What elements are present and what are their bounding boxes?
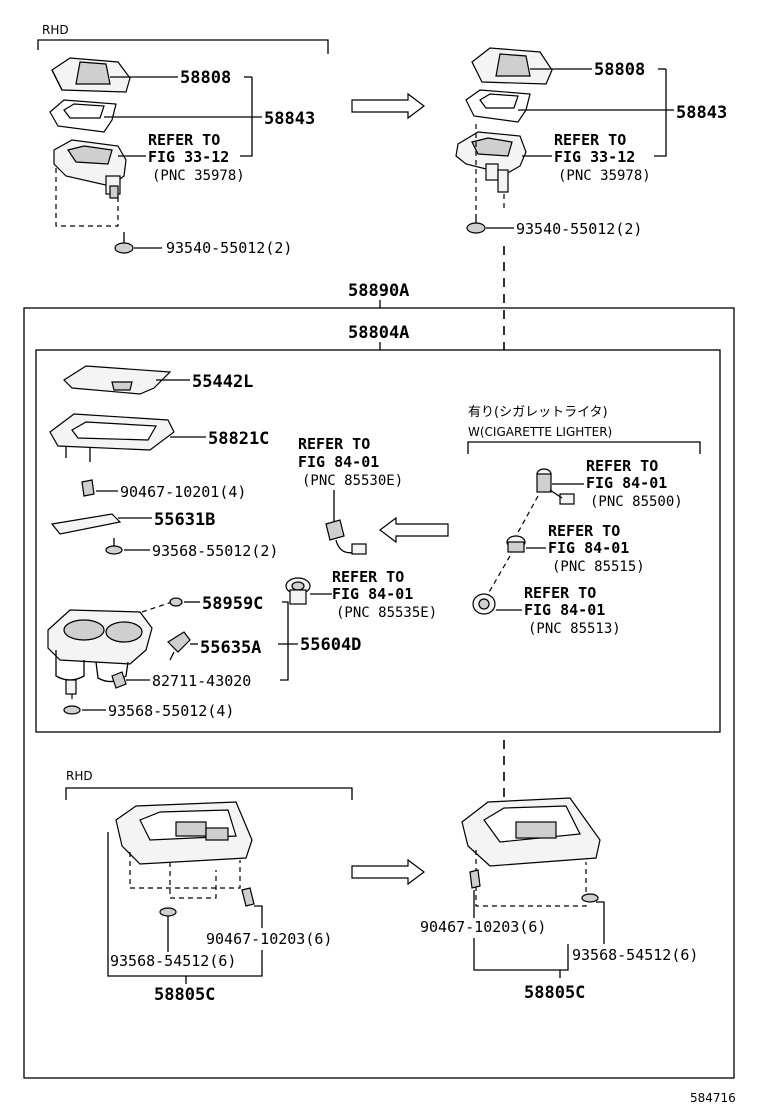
part-58808-label-left: 58808 (180, 68, 231, 88)
pnc-35978-label-tr: (PNC 35978) (558, 168, 651, 184)
pnc-35978-label-tl: (PNC 35978) (152, 168, 245, 184)
bolt-icon-93568-4 (63, 705, 81, 715)
part-55635a-label: 55635A (200, 638, 261, 658)
fig-84-01-label-85500: FIG 84-01 (586, 474, 667, 492)
part-58804a-label: 58804A (348, 323, 409, 343)
assembly-58804a-frame (35, 349, 721, 733)
top-right-group: 93540-55012(2) 58808 58843 REFER TO FIG … (455, 47, 727, 238)
lighter-part-85500 (536, 468, 575, 505)
fig-84-01-label-85513: FIG 84-01 (524, 601, 605, 619)
clip-icon-90467-10201 (81, 479, 95, 497)
change-arrow-top (351, 92, 425, 120)
lighter-part-85515 (506, 535, 526, 553)
pnc-85535e-label: (PNC 85535E) (336, 605, 437, 621)
bolt-icon-right (466, 214, 486, 234)
clip-icon-bottom-right (469, 869, 481, 889)
change-arrow-middle (379, 516, 449, 544)
refer-to-label-85530e: REFER TO (298, 435, 370, 453)
console-box-part-right (461, 797, 601, 907)
pnc-85500-label: (PNC 85500) (590, 494, 683, 510)
pnc-85515-label: (PNC 85515) (552, 559, 645, 575)
refer-to-label-85515: REFER TO (548, 522, 620, 540)
refer-to-label-85535e: REFER TO (332, 568, 404, 586)
clip-icon-82711 (111, 671, 127, 689)
console-box-part-left (115, 801, 253, 899)
fig-33-12-label-tl: FIG 33-12 (148, 148, 229, 166)
refer-to-label-tl: REFER TO (148, 131, 220, 149)
change-arrow-bottom (351, 858, 425, 886)
cigarette-lighter-bracket (467, 441, 701, 454)
part-58843-label-left: 58843 (264, 109, 315, 129)
part-58821c-label: 58821C (208, 429, 269, 449)
bolt-icon-left (114, 232, 134, 254)
bolt-icon-bottom-left (159, 907, 177, 952)
switch-part-85530e (325, 519, 367, 555)
part-58805c-label-right: 58805C (524, 983, 585, 1003)
shift-housing-part-right (455, 131, 527, 193)
fig-84-01-label-85530e: FIG 84-01 (298, 453, 379, 471)
refer-to-label-85500: REFER TO (586, 457, 658, 475)
fig-84-01-label-85515: FIG 84-01 (548, 539, 629, 557)
bolt-93568-55012-2-label: 93568-55012(2) (152, 542, 278, 560)
bolt-93568-55012-4-label: 93568-55012(4) (108, 702, 234, 720)
bolt-icon-93568-2 (105, 538, 123, 555)
rhd-bracket-bottom (65, 787, 353, 800)
shift-housing-part-left (53, 139, 127, 199)
part-58890a-label: 58890A (348, 281, 409, 301)
bolt-93540-label-left: 93540-55012(2) (166, 239, 292, 257)
top-left-rhd-group: RHD 93540-55012(2) 58808 (37, 23, 329, 257)
part-58808-label-right: 58808 (594, 60, 645, 80)
fig-84-01-label-85535e: FIG 84-01 (332, 585, 413, 603)
part-55442l-label: 55442L (192, 372, 253, 392)
panel-part-58821c (49, 413, 175, 462)
rhd-label-bottom: RHD (66, 769, 93, 783)
cup-holder-part-55604d (47, 609, 153, 695)
lid-part-55442l (63, 365, 172, 395)
shift-boot-part-left (51, 57, 131, 93)
bolt-icon-bottom-right (581, 893, 599, 903)
part-55604d-label: 55604D (300, 635, 361, 655)
clip-90467-10203-label-right: 90467-10203(6) (420, 918, 546, 936)
spring-part-55635a (167, 631, 191, 661)
clip-82711-43020-label: 82711-43020 (152, 672, 251, 690)
fig-33-12-label-tr: FIG 33-12 (554, 148, 635, 166)
bolt-93540-label-right: 93540-55012(2) (516, 220, 642, 238)
part-55631b-label: 55631B (154, 510, 215, 530)
rhd-bracket-top (37, 39, 329, 54)
bolt-93568-54512-label-right: 93568-54512(6) (572, 946, 698, 964)
figure-number: 584716 (690, 1091, 736, 1105)
bezel-part-right (465, 89, 531, 123)
pnc-85530e-label: (PNC 85530E) (302, 473, 403, 489)
pnc-85513-label: (PNC 85513) (528, 621, 621, 637)
part-58959c-label: 58959C (202, 594, 263, 614)
cigarette-lighter-jp-label: 有り(シガレットライタ) (468, 405, 608, 420)
shift-boot-part-right (471, 47, 553, 85)
socket-part-85535e (285, 577, 311, 605)
refer-to-label-tr: REFER TO (554, 131, 626, 149)
clip-90467-10201-label: 90467-10201(4) (120, 483, 246, 501)
bracket-part-55631b (50, 513, 122, 535)
bolt-93568-54512-label-left: 93568-54512(6) (110, 952, 236, 970)
cigarette-lighter-en-label: W(CIGARETTE LIGHTER) (468, 425, 612, 439)
clip-icon-58959c (169, 597, 183, 607)
part-58843-label-right: 58843 (676, 103, 727, 123)
part-58805c-label-left: 58805C (154, 985, 215, 1005)
assembly-58890a-frame (23, 307, 735, 1079)
rhd-label-top: RHD (42, 23, 69, 37)
lighter-part-85513 (472, 593, 496, 615)
clip-90467-10203-label-left: 90467-10203(6) (206, 930, 332, 948)
bezel-part-left (49, 99, 117, 133)
clip-icon-bottom-left (241, 887, 255, 907)
refer-to-label-85513: REFER TO (524, 584, 596, 602)
